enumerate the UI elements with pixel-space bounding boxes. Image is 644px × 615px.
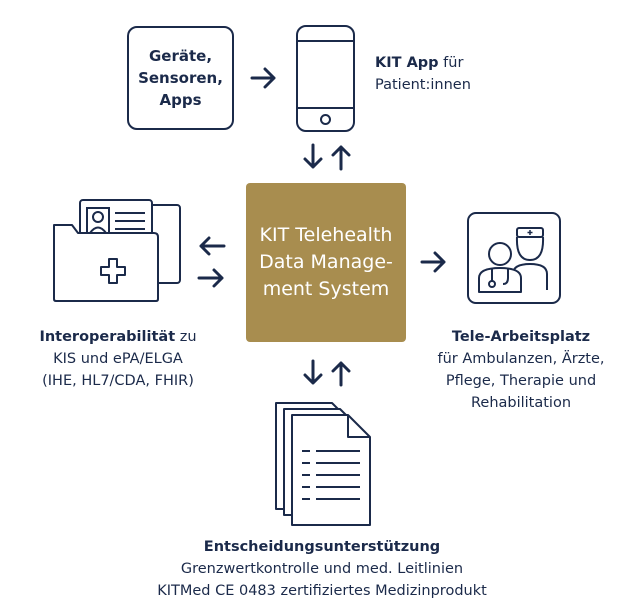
interop-title: Interoperabilität	[39, 329, 176, 345]
tele-line-2: für Ambulanzen, Ärzte,	[437, 351, 605, 367]
decision-line-3: KITMed CE 0483 zertifiziertes Medizinpro…	[157, 583, 487, 599]
app-label: KIT App für Patient:innen	[375, 52, 471, 96]
bidirectional-arrows-icon	[303, 143, 351, 171]
devices-line-2: Sensoren,	[138, 69, 223, 87]
interop-title-rest: zu	[175, 329, 197, 345]
interop-line-3: (IHE, HL7/CDA, FHIR)	[42, 373, 194, 389]
app-title: KIT App	[375, 55, 439, 71]
center-line-2: Data Manage-	[259, 251, 393, 273]
center-system-box: KIT Telehealth Data Manage- ment System	[246, 183, 406, 342]
tele-workplace-label: Tele-Arbeitsplatz für Ambulanzen, Ärzte,…	[414, 326, 628, 414]
decision-line-2: Grenzwertkontrolle und med. Leitlinien	[180, 561, 464, 577]
devices-line-3: Apps	[159, 91, 202, 109]
interop-line-2: KIS und ePA/ELGA	[53, 351, 183, 367]
arrow-right-icon	[250, 67, 276, 89]
decision-title: Entscheidungsunterstützung	[203, 539, 441, 555]
center-line-3: ment System	[262, 278, 390, 300]
devices-sensors-apps-box: Geräte, Sensoren, Apps	[127, 26, 234, 130]
devices-line-1: Geräte,	[148, 47, 213, 65]
arrow-right-icon	[420, 251, 446, 273]
smartphone-icon	[296, 25, 355, 132]
decision-support-label: Entscheidungsunterstützung Grenzwertkont…	[60, 536, 584, 602]
tele-line-3: Pflege, Therapie und	[445, 373, 597, 389]
interoperability-label: Interoperabilität zu KIS und ePA/ELGA (I…	[18, 326, 218, 392]
patient-folder-icon	[53, 199, 181, 302]
bidirectional-arrows-icon	[303, 359, 351, 387]
app-label-line-2: Patient:innen	[375, 77, 471, 93]
tele-title: Tele-Arbeitsplatz	[451, 329, 591, 345]
documents-icon	[275, 402, 371, 526]
tele-line-4: Rehabilitation	[470, 395, 572, 411]
horizontal-bidirectional-arrows-icon	[197, 236, 226, 288]
center-line-1: KIT Telehealth	[259, 224, 393, 246]
app-title-rest: für	[438, 55, 464, 71]
medical-staff-icon	[467, 212, 561, 304]
